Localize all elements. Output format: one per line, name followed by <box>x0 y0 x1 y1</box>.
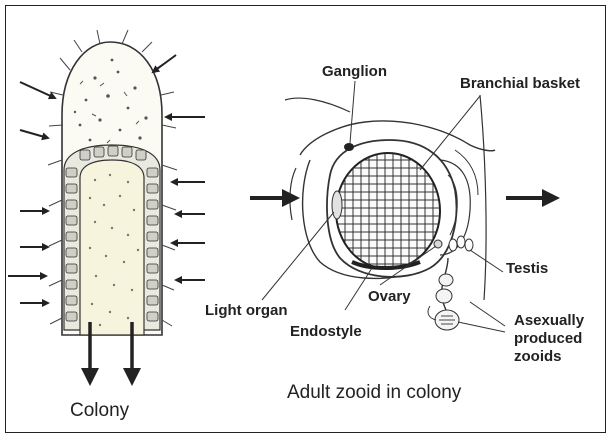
label-light-organ: Light organ <box>205 302 288 319</box>
budding-zooids <box>435 274 459 330</box>
colony-caption: Colony <box>70 400 130 421</box>
label-asexual-line3: zooids <box>514 348 562 365</box>
label-branchial-basket: Branchial basket <box>460 75 580 92</box>
colony-illustration <box>8 30 205 382</box>
label-ganglion: Ganglion <box>322 63 387 80</box>
stolon <box>442 258 448 318</box>
zooid-caption: Adult zooid in colony <box>287 382 462 403</box>
ganglion <box>344 143 354 151</box>
label-ovary: Ovary <box>368 288 411 305</box>
label-asexual-line1: Asexually <box>514 312 585 329</box>
label-testis: Testis <box>506 260 548 277</box>
light-organ <box>332 191 342 219</box>
label-endostyle: Endostyle <box>290 323 362 340</box>
label-asexual-line2: produced <box>514 330 582 347</box>
